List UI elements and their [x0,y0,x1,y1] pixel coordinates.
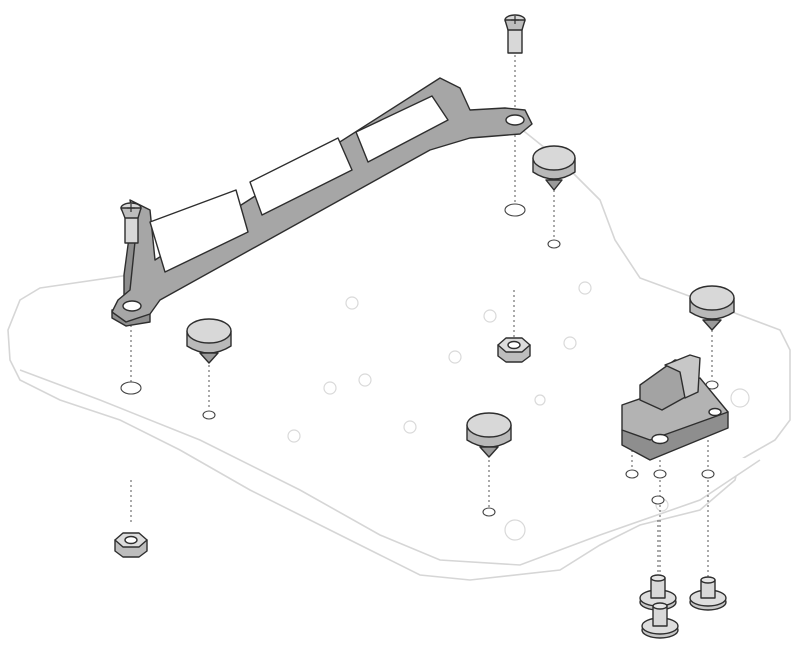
rubber-buffer-2 [186,318,232,364]
countersunk-screw-top [504,14,526,54]
rubber-buffer-1 [532,145,576,191]
target-rings [120,203,719,517]
countersunk-screw-left [120,202,142,244]
rubber-buffer-4 [466,412,512,458]
lock-latch [621,354,729,461]
rubber-buffer-3 [689,285,735,331]
bracket [111,77,533,327]
mounting-plate [7,127,791,581]
hex-nut-left [114,532,148,558]
flange-bolt-2 [689,576,727,611]
plate-holes [287,281,750,541]
hex-nut-center [497,337,531,363]
flange-bolt-3 [641,602,679,639]
